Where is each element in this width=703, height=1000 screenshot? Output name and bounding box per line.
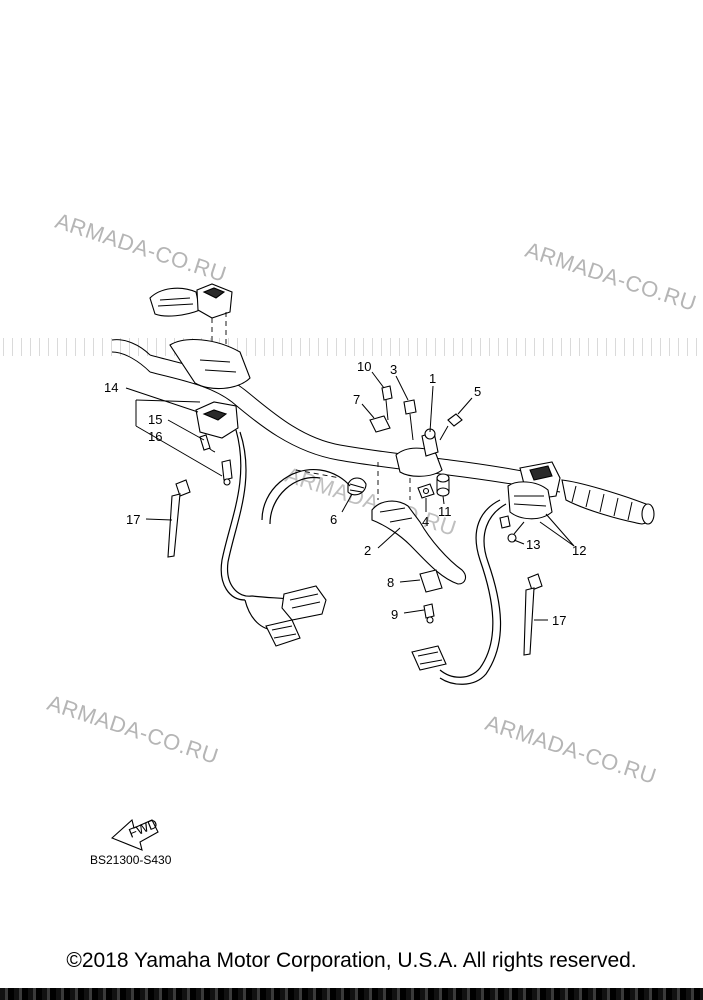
callout-2: 2 (364, 543, 371, 558)
callout-13: 13 (526, 537, 540, 552)
callout-14: 14 (104, 380, 118, 395)
cable-tie-left (167, 479, 191, 558)
callout-6: 6 (330, 512, 337, 527)
left-grip-assembly (149, 283, 251, 390)
callout-3: 3 (390, 362, 397, 377)
right-wire-harness (411, 499, 507, 685)
cable-tie-right (523, 573, 543, 656)
bottom-scan-band (0, 988, 703, 1000)
callout-12: 12 (572, 543, 586, 558)
lever-bracket (377, 428, 443, 500)
callout-9: 9 (391, 607, 398, 622)
handlebar (111, 339, 561, 493)
callout-4: 4 (422, 514, 429, 529)
callout-7: 7 (353, 392, 360, 407)
leader-lines (125, 371, 575, 621)
copyright-notice: ©2018 Yamaha Motor Corporation, U.S.A. A… (66, 949, 637, 972)
callout-16: 16 (148, 429, 162, 444)
diagram-code: BS21300-S430 (90, 853, 172, 867)
callout-11: 11 (438, 504, 452, 519)
left-handlebar-switch (195, 401, 239, 486)
callout-8: 8 (387, 575, 394, 590)
callout-17-left: 17 (126, 512, 140, 527)
right-grip (561, 479, 655, 525)
callout-1: 1 (429, 371, 436, 386)
left-wire-harness (220, 429, 327, 647)
callout-15: 15 (148, 412, 162, 427)
fwd-arrow: FWD (110, 816, 160, 851)
callout-17-right: 17 (552, 613, 566, 628)
small-hardware (347, 385, 463, 624)
clutch-cable (261, 469, 351, 525)
callout-5: 5 (474, 384, 481, 399)
callout-numbers: 1 2 3 4 5 6 7 8 9 10 11 12 13 14 15 16 1… (104, 359, 586, 628)
clutch-lever (371, 500, 467, 585)
callout-10: 10 (357, 359, 371, 374)
right-handlebar-switch (499, 461, 561, 543)
